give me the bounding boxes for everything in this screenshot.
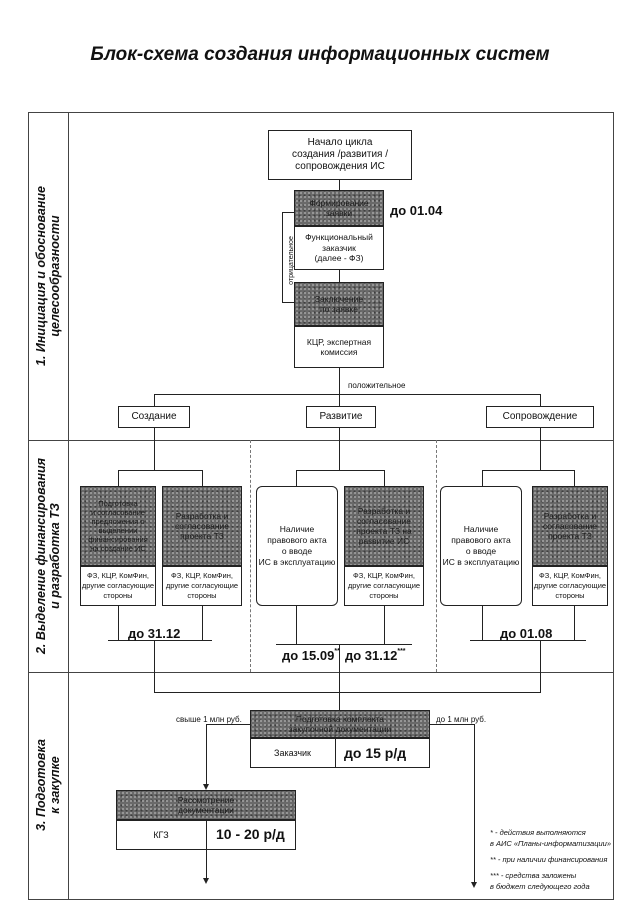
page-title: Блок-схема создания информационных систе… — [90, 44, 550, 65]
positive-label: положительное — [348, 381, 406, 390]
connector-conclusion — [339, 368, 340, 394]
develop-box-body: ФЗ, КЦР, КомФин, другие согласующие стор… — [344, 566, 424, 606]
procurement-header: Подготовка комплекта закупочной документ… — [250, 710, 430, 738]
stage-separator-2 — [28, 672, 613, 673]
kgz-exit-arrow — [203, 878, 209, 884]
diagram-frame — [28, 112, 614, 900]
connector-to-procurement — [339, 692, 340, 710]
create-deadline-line — [108, 640, 212, 641]
kgz-divider — [206, 820, 207, 850]
column-divider-2 — [436, 440, 437, 672]
stage-1-label: 1. Инициация и обоснование целесообразно… — [34, 185, 63, 367]
stage-3-label: 3. Подготовка к закупке — [34, 739, 63, 831]
note-2: ** - при наличии финансирования — [490, 855, 608, 864]
connector-start — [339, 180, 340, 190]
merge-line — [154, 692, 541, 693]
procurement-divider — [335, 738, 336, 768]
branch-drop-support — [540, 394, 541, 406]
connector-support-b1 — [482, 606, 483, 640]
negative-loop-side — [282, 212, 283, 302]
connector-support-left — [482, 470, 483, 486]
connector-develop-split — [296, 470, 384, 471]
procurement-body — [250, 738, 430, 768]
stage-column-separator — [68, 112, 69, 899]
over-branch-arrow — [203, 784, 209, 790]
create-box1-body: ФЗ, КЦР, КомФин, другие согласующие стор… — [80, 566, 156, 606]
create-box2-body: ФЗ, КЦР, КомФин, другие согласующие стор… — [162, 566, 242, 606]
stage-separator-1 — [28, 440, 613, 441]
connector-develop-left — [296, 470, 297, 486]
negative-loop-bottom — [282, 302, 294, 303]
kgz-exit-line — [206, 850, 207, 878]
negative-loop-top — [282, 212, 294, 213]
formation-deadline: до 01.04 — [390, 203, 443, 218]
connector-develop-b2 — [384, 606, 385, 644]
connector-develop-b1 — [296, 606, 297, 644]
connector-develop-down — [339, 428, 340, 470]
formation-body: Функциональный заказчик (далее - ФЗ) — [294, 226, 384, 270]
kgz-header: Рассмотрение документации — [116, 790, 296, 820]
under-branch-h — [430, 724, 474, 725]
stage-2-label: 2. Выделение финансирования и разработка… — [34, 457, 62, 655]
branch-create: Создание — [118, 406, 190, 428]
under-branch-arrow — [471, 882, 477, 888]
kgz-body: КГЗ — [153, 830, 169, 840]
connector-create-split — [118, 470, 202, 471]
under-threshold-label: до 1 млн руб. — [436, 715, 487, 724]
over-threshold-label: свыше 1 млн руб. — [176, 715, 242, 724]
connector-support-merge — [540, 640, 541, 692]
support-box-body: ФЗ, КЦР, КомФин, другие согласующие стор… — [532, 566, 608, 606]
under-branch-v — [474, 724, 475, 882]
connector-create-b2 — [202, 606, 203, 640]
over-branch-h — [206, 724, 250, 725]
over-branch-v — [206, 724, 207, 784]
note-1a: * - действия выполняются — [490, 828, 586, 837]
develop-deadline-1: до 15.09** — [282, 648, 340, 663]
branch-support: Сопровождение — [486, 406, 594, 428]
create-box2-header: Разработка и согласование проекта ТЗ — [162, 486, 242, 566]
formation-header: Формирование заявки — [294, 190, 384, 226]
connector-formation — [339, 270, 340, 282]
connector-create-b1 — [118, 606, 119, 640]
create-box1-header: Подготовка и согласование предложения о … — [80, 486, 156, 566]
procurement-deadline: до 15 р/д — [344, 745, 407, 761]
connector-create-merge — [154, 640, 155, 692]
start-box: Начало цикла создания /развития / сопров… — [268, 130, 412, 180]
create-deadline: до 31.12 — [128, 626, 181, 641]
connector-support-right — [574, 470, 575, 486]
connector-develop-merge — [339, 644, 340, 692]
support-deadline-line — [470, 640, 586, 641]
connector-support-down — [540, 428, 541, 470]
note-3b: в бюджет следующего года — [490, 882, 590, 891]
connector-create-down — [154, 428, 155, 470]
column-divider-1 — [250, 440, 251, 672]
support-deadline: до 01.08 — [500, 626, 553, 641]
note-3a: *** - средства заложены — [490, 871, 577, 880]
support-box-header: Разработка и согласование проекта ТЗ — [532, 486, 608, 566]
kgz-deadline: 10 - 20 р/д — [216, 826, 285, 842]
connector-develop-right — [384, 470, 385, 486]
connector-support-split — [482, 470, 574, 471]
develop-deadline-2: до 31.12*** — [345, 648, 406, 663]
branch-develop: Развитие — [306, 406, 376, 428]
connector-support-b2 — [574, 606, 575, 640]
support-legal-box: Наличие правового акта о вводе ИС в эксп… — [440, 486, 522, 606]
branch-drop-develop — [339, 394, 340, 406]
negative-label: отрицательное — [287, 235, 295, 285]
branch-drop-create — [154, 394, 155, 406]
develop-box-header: Разработка и согласование проекта ТЗ на … — [344, 486, 424, 566]
connector-create-right — [202, 470, 203, 486]
develop-deadline-line — [276, 644, 412, 645]
conclusion-body: КЦР, экспертная комиссия — [294, 326, 384, 368]
connector-create-left — [118, 470, 119, 486]
develop-legal-box: Наличие правового акта о вводе ИС в эксп… — [256, 486, 338, 606]
procurement-customer: Заказчик — [274, 748, 311, 758]
conclusion-header: Заключение по заявке — [294, 282, 384, 326]
branch-line — [154, 394, 540, 395]
note-1b: в АИС «Планы-информатизации» — [490, 839, 612, 848]
